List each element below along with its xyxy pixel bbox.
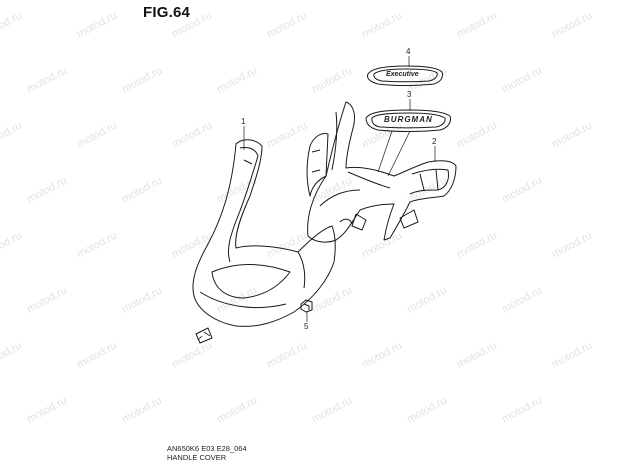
model-code: AN650K6 E03 E28_064: [167, 444, 247, 453]
figure-footer: AN650K6 E03 E28_064 HANDLE COVER: [167, 444, 247, 462]
part-2-handle-cover-rear: [306, 101, 457, 243]
callout-4: 4: [406, 47, 411, 56]
emblem-burgman-text: BURGMAN: [384, 115, 433, 124]
figure-caption: HANDLE COVER: [167, 453, 227, 462]
front-direction-arrow: [195, 327, 213, 344]
emblem-executive-text: Executive: [386, 71, 419, 78]
part-1-handle-cover-front: [192, 139, 336, 327]
callout-2: 2: [432, 137, 437, 146]
callout-3: 3: [407, 90, 412, 99]
part-4-emblem-executive: [367, 65, 443, 86]
figure-title: FIG.64: [143, 4, 191, 21]
part-5-clip: [300, 299, 313, 313]
leader-lines: [243, 56, 436, 322]
part-3-emblem-burgman: [365, 109, 451, 132]
callout-1: 1: [241, 117, 246, 126]
callout-5: 5: [304, 322, 309, 331]
